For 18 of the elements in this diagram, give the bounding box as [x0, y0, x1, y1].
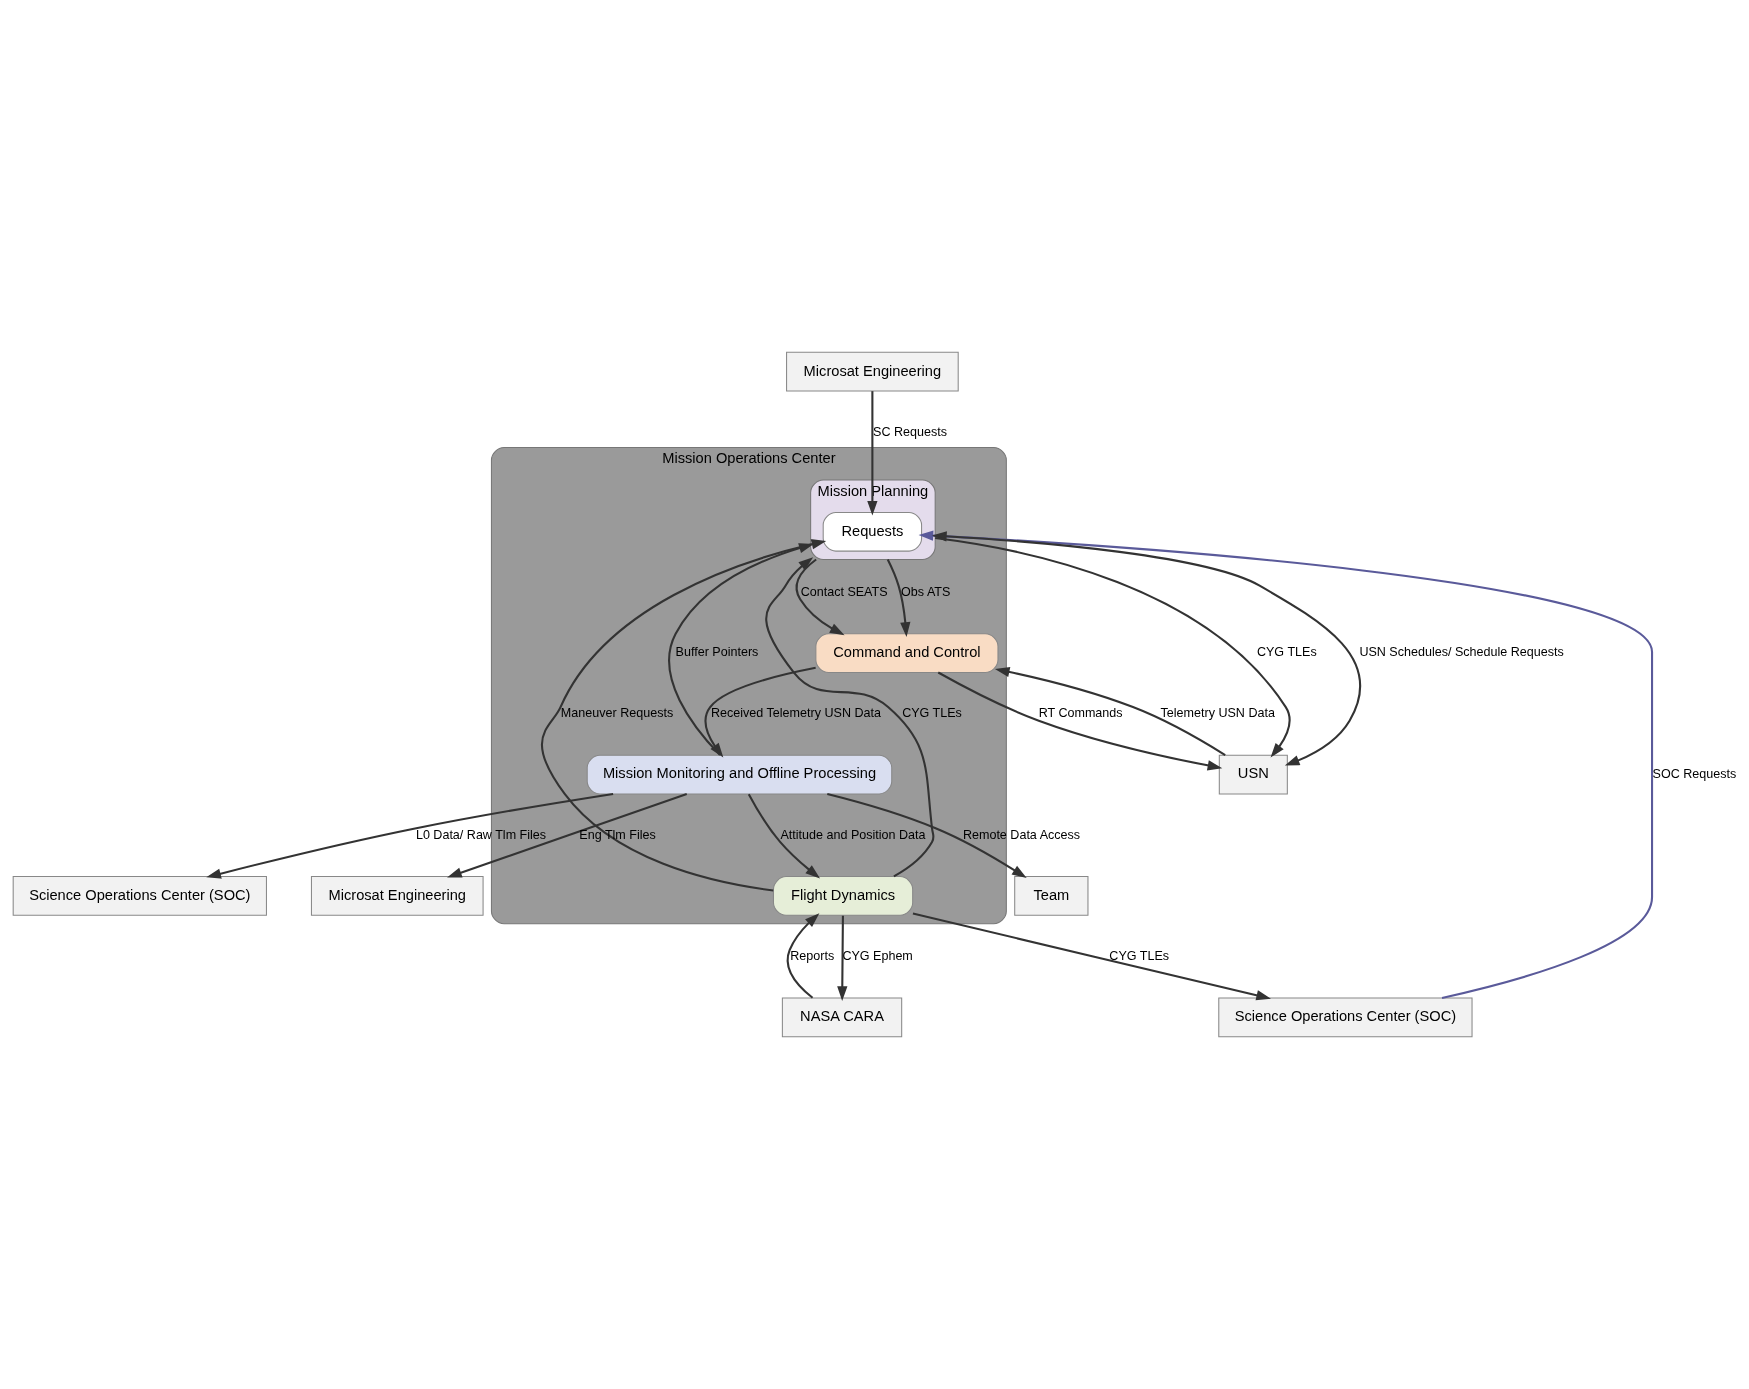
edge-label: Telemetry USN Data — [1160, 706, 1275, 721]
edge-label: CYG TLEs — [1256, 645, 1317, 660]
edge-label: RT Commands — [1038, 706, 1123, 721]
edge-label: CYG Ephem — [841, 948, 913, 963]
edge-label: Reports — [789, 948, 834, 963]
edge-label: Remote Data Access — [962, 827, 1080, 842]
edge-label: Maneuver Requests — [560, 706, 673, 721]
edge-label: SOC Requests — [1652, 766, 1736, 781]
edge-label: USN Schedules/ Schedule Requests — [1358, 645, 1564, 660]
edge-label: L0 Data/ Raw Tlm Files — [415, 827, 546, 842]
edge-label: Buffer Pointers — [675, 645, 758, 660]
edge-label: Contact SEATS — [800, 584, 888, 599]
edge-label: Attitude and Position Data — [779, 827, 926, 842]
edge-label: Received Telemetry USN Data — [710, 706, 881, 721]
edge-label: CYG TLEs — [1108, 948, 1169, 963]
edge-label: SC Requests — [872, 424, 947, 439]
edge-label: Obs ATS — [900, 584, 950, 599]
edge-label: CYG TLEs — [901, 706, 962, 721]
